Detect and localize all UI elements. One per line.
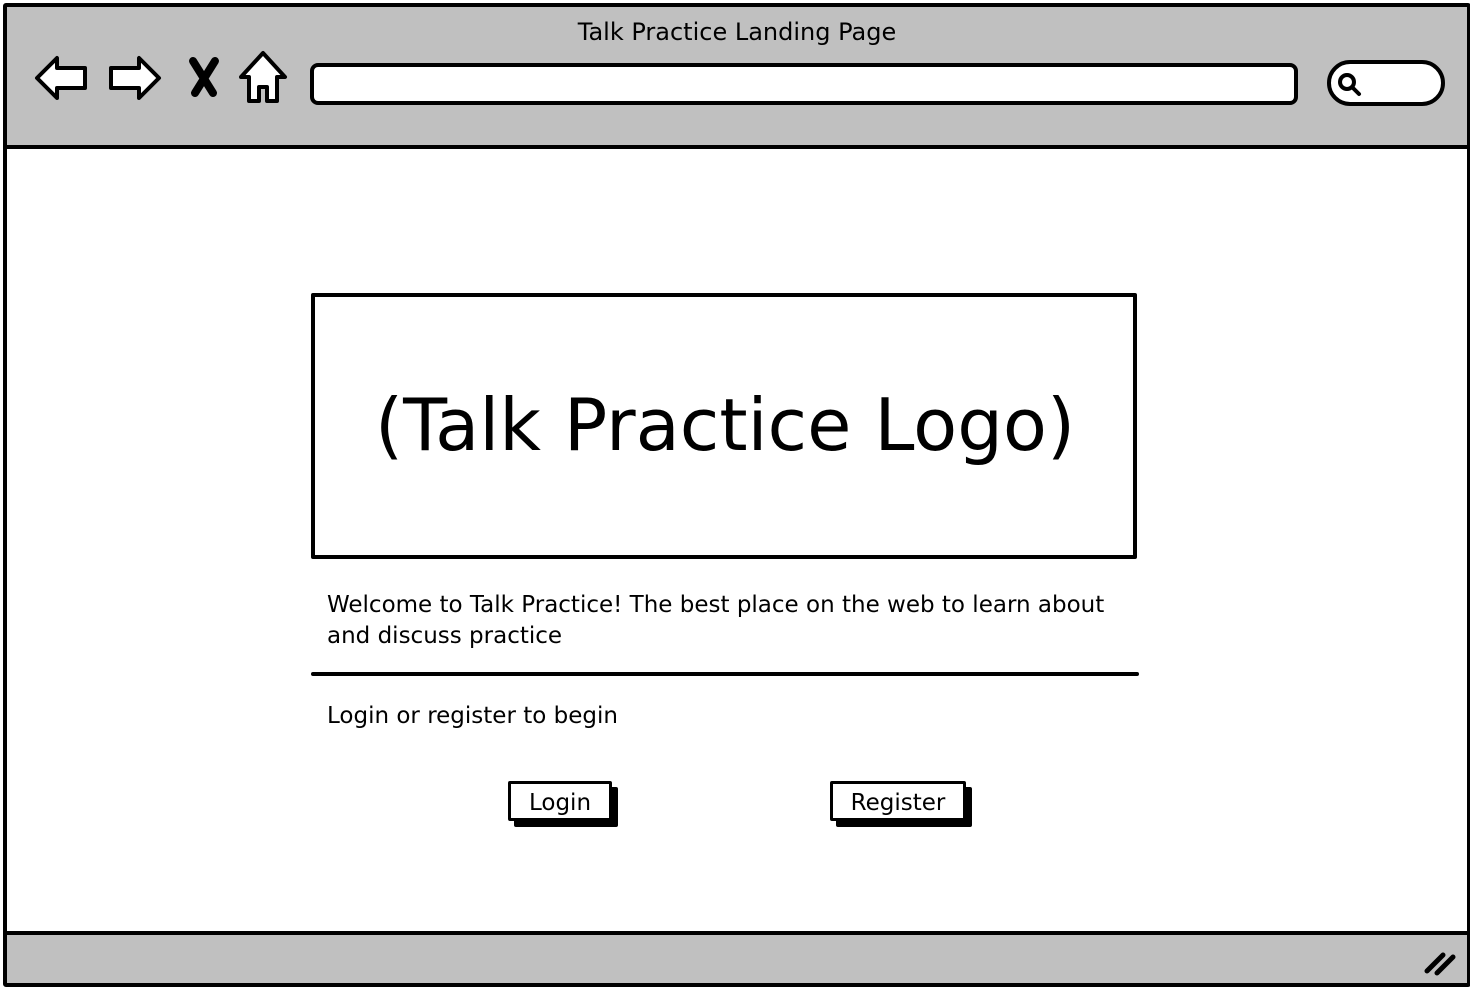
logo-text: (Talk Practice Logo) [375, 383, 1076, 467]
search-icon [1338, 73, 1361, 96]
stop-icon[interactable] [179, 47, 229, 109]
browser-window: Talk Practice Landing Page [3, 3, 1470, 987]
resize-grip-icon[interactable] [1421, 947, 1461, 977]
prompt-text: Login or register to begin [327, 703, 618, 729]
search-field[interactable] [1327, 60, 1445, 106]
page-content: (Talk Practice Logo) Welcome to Talk Pra… [7, 149, 1467, 931]
forward-arrow-icon[interactable] [105, 47, 165, 109]
back-arrow-icon[interactable] [31, 47, 91, 109]
address-bar[interactable] [310, 63, 1298, 105]
login-button[interactable]: Login [508, 781, 612, 821]
register-button[interactable]: Register [830, 781, 966, 821]
browser-toolbar: Talk Practice Landing Page [7, 7, 1467, 149]
status-bar [7, 931, 1467, 983]
divider [311, 672, 1139, 676]
home-icon[interactable] [233, 47, 293, 109]
welcome-text: Welcome to Talk Practice! The best place… [327, 592, 1105, 649]
window-title: Talk Practice Landing Page [577, 18, 897, 46]
logo-placeholder: (Talk Practice Logo) [311, 293, 1137, 559]
